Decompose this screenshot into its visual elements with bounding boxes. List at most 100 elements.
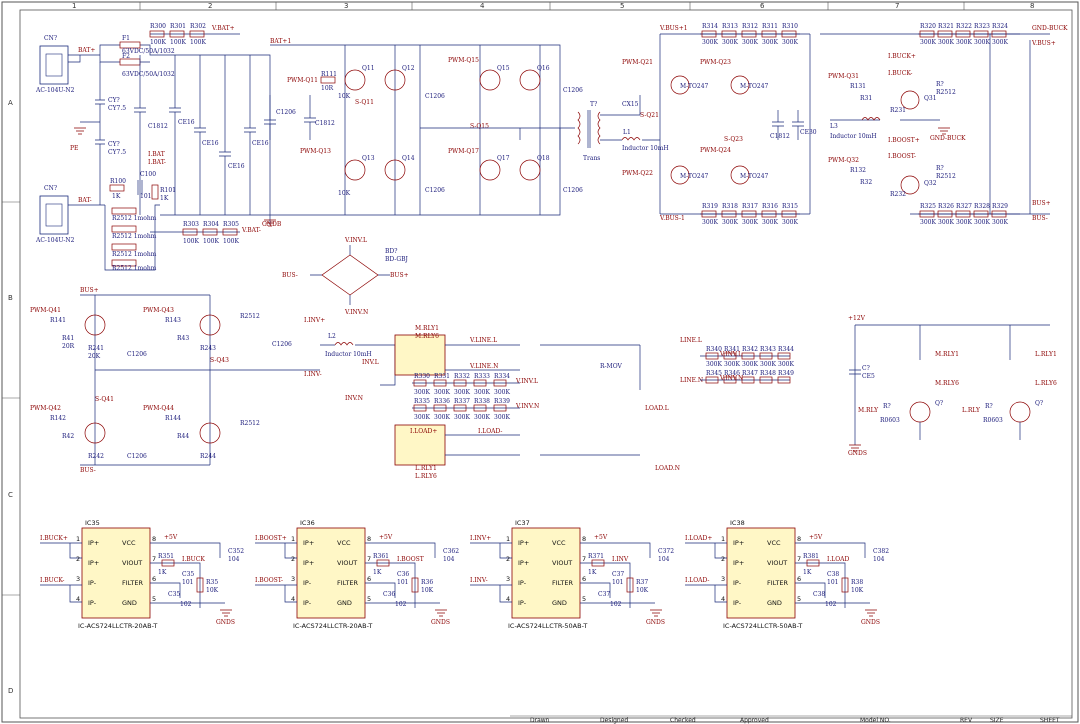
resistor-ref: R344	[778, 346, 794, 353]
sensor-pin-number: 1	[76, 535, 80, 543]
signal-label: S-Q23	[724, 136, 743, 143]
mosfet-ref: Q31	[924, 95, 937, 102]
sensor-pin-number: 4	[721, 595, 725, 603]
resistor-value: 300K	[938, 39, 954, 46]
net-label: BUS-	[282, 272, 298, 279]
sensor-pin-name: IP-	[303, 599, 312, 607]
resistor-value: 100K	[150, 39, 166, 46]
sensor-pin-number: 3	[291, 575, 295, 583]
signal-label: PWM-Q31	[828, 73, 859, 80]
net-label: BUS+	[390, 272, 409, 279]
cap-value: C1812	[770, 133, 790, 140]
resistor-value: R0603	[983, 417, 1003, 424]
inductor-ref: L1	[623, 129, 631, 136]
sensor-input-neg: I.LOAD-	[685, 577, 709, 584]
sensor-pin-number: 1	[291, 535, 295, 543]
sensor-output-wires	[365, 542, 440, 608]
resistor-ref: R231	[890, 107, 906, 114]
cap-ref: C38	[813, 591, 825, 598]
cap-value: CE5	[862, 373, 875, 380]
relay-label: M.RLY1	[415, 325, 439, 332]
drive-net: M.RLY	[858, 407, 879, 414]
signal-label: PWM-Q44	[143, 405, 174, 412]
bridge-rectifier: V.INV.L V.INV.N BUS- BUS+ BD? BD-GBJ	[282, 237, 409, 316]
resistor-value: 300K	[706, 361, 722, 368]
sensor-pin-name: IP+	[733, 559, 744, 567]
signal-label: PWM-Q21	[622, 59, 653, 66]
mosfet-ref: Q11	[362, 65, 375, 72]
resistor-ref: R331	[434, 373, 450, 380]
resistor-ref: R142	[50, 415, 66, 422]
resistor-ref: R301	[170, 23, 186, 30]
mosfet-package: M-TO247	[740, 83, 769, 90]
signal-label: PWM-Q23	[700, 59, 731, 66]
ground-symbol	[650, 609, 662, 617]
connector-part: AC-104U-N2	[35, 237, 75, 244]
resistor-ref: R141	[50, 317, 66, 324]
resistor-ref: R381	[803, 553, 819, 560]
resistor-ref: R348	[760, 370, 776, 377]
cap-value: CE16	[202, 140, 219, 147]
resistor-value: 100K	[203, 238, 219, 245]
resistor-ref: R328	[974, 203, 990, 210]
resistor-ref: R304	[203, 221, 219, 228]
cap-ref: C36	[397, 571, 409, 578]
resistor-value: 300K	[434, 414, 450, 421]
signal-label: PWM-Q15	[448, 57, 479, 64]
cap-value: C1812	[315, 120, 335, 127]
cap-value: C1206	[127, 351, 147, 358]
sensor-input-pos: I.BOOST+	[255, 535, 287, 542]
resistor-ref: R317	[742, 203, 758, 210]
net-label: BAT+	[78, 47, 95, 54]
title-block-label: SHEET	[1040, 717, 1060, 724]
relay-label: M.RLY6	[415, 333, 439, 340]
resistor-ref: R36	[421, 579, 433, 586]
shunt-value: R2512 1mohm	[112, 251, 157, 258]
sensor-pin-name: FILTER	[767, 579, 788, 587]
net-label: BAT-	[78, 197, 92, 204]
primary-h-bridge: C1206 C1812 PWM-Q11 R111 10R Q11 Q12 S-Q…	[264, 44, 669, 216]
sensor-pin-number: 5	[797, 595, 801, 603]
resistor-ref: R143	[165, 317, 181, 324]
sensor-pin-name: IP-	[88, 599, 97, 607]
sensor-input-neg: I.BUCK-	[40, 577, 64, 584]
fuse-ref: F1	[122, 35, 130, 42]
transistor-ref: Q?	[935, 400, 943, 407]
resistor-value: R2512	[240, 420, 260, 427]
column-label: 3	[344, 2, 348, 10]
sensor-pin-name: VCC	[337, 539, 351, 547]
cap-ref: C?	[862, 365, 870, 372]
title-block: Drawn Designed Checked Approved Model NO…	[510, 715, 1072, 724]
sensor-pin-number: 2	[291, 555, 295, 563]
resistor-ref: R315	[782, 203, 798, 210]
net-label: LOAD.N	[655, 465, 680, 472]
net-label: INV.N	[345, 395, 363, 402]
sensor-pin-name: IP+	[88, 539, 99, 547]
sensor-pin-name: IP-	[88, 579, 97, 587]
resistor-ref: R38	[851, 579, 863, 586]
sensor-output-wires	[795, 542, 870, 608]
sensor-pin-name: GND	[767, 599, 782, 607]
cap-ref: C37	[612, 571, 624, 578]
resistor-value: 300K	[414, 389, 430, 396]
fuse	[119, 41, 141, 49]
connector-ref: CN?	[44, 35, 57, 42]
title-block-label: REV	[960, 717, 973, 724]
mosfet-ref: Q17	[497, 155, 510, 162]
sensor-pin-name: IP-	[733, 579, 742, 587]
signal-label: PWM-Q13	[300, 148, 331, 155]
secondary-bridge: V.BUS+1 V.BUS-1 R314 R313 R312 R311 R310…	[622, 23, 817, 226]
resistor-ref: R327	[956, 203, 972, 210]
sensor-pin-number: 2	[506, 555, 510, 563]
resistor-value: 300K	[762, 39, 778, 46]
sensor-pin-number: 3	[76, 575, 80, 583]
fuse-value: 63VDC/50A/1032	[122, 71, 175, 78]
fuse-value: 63VDC/50A/1032	[122, 48, 175, 55]
resistor-value: 300K	[742, 361, 758, 368]
cap-value: 102	[180, 601, 192, 608]
mosfet-package: M-TO247	[680, 173, 709, 180]
resistor-ref: R311	[762, 23, 778, 30]
cap-value: C1206	[272, 341, 292, 348]
mosfet-package: M-TO247	[680, 83, 709, 90]
net-label: V.BAT-	[241, 227, 261, 234]
